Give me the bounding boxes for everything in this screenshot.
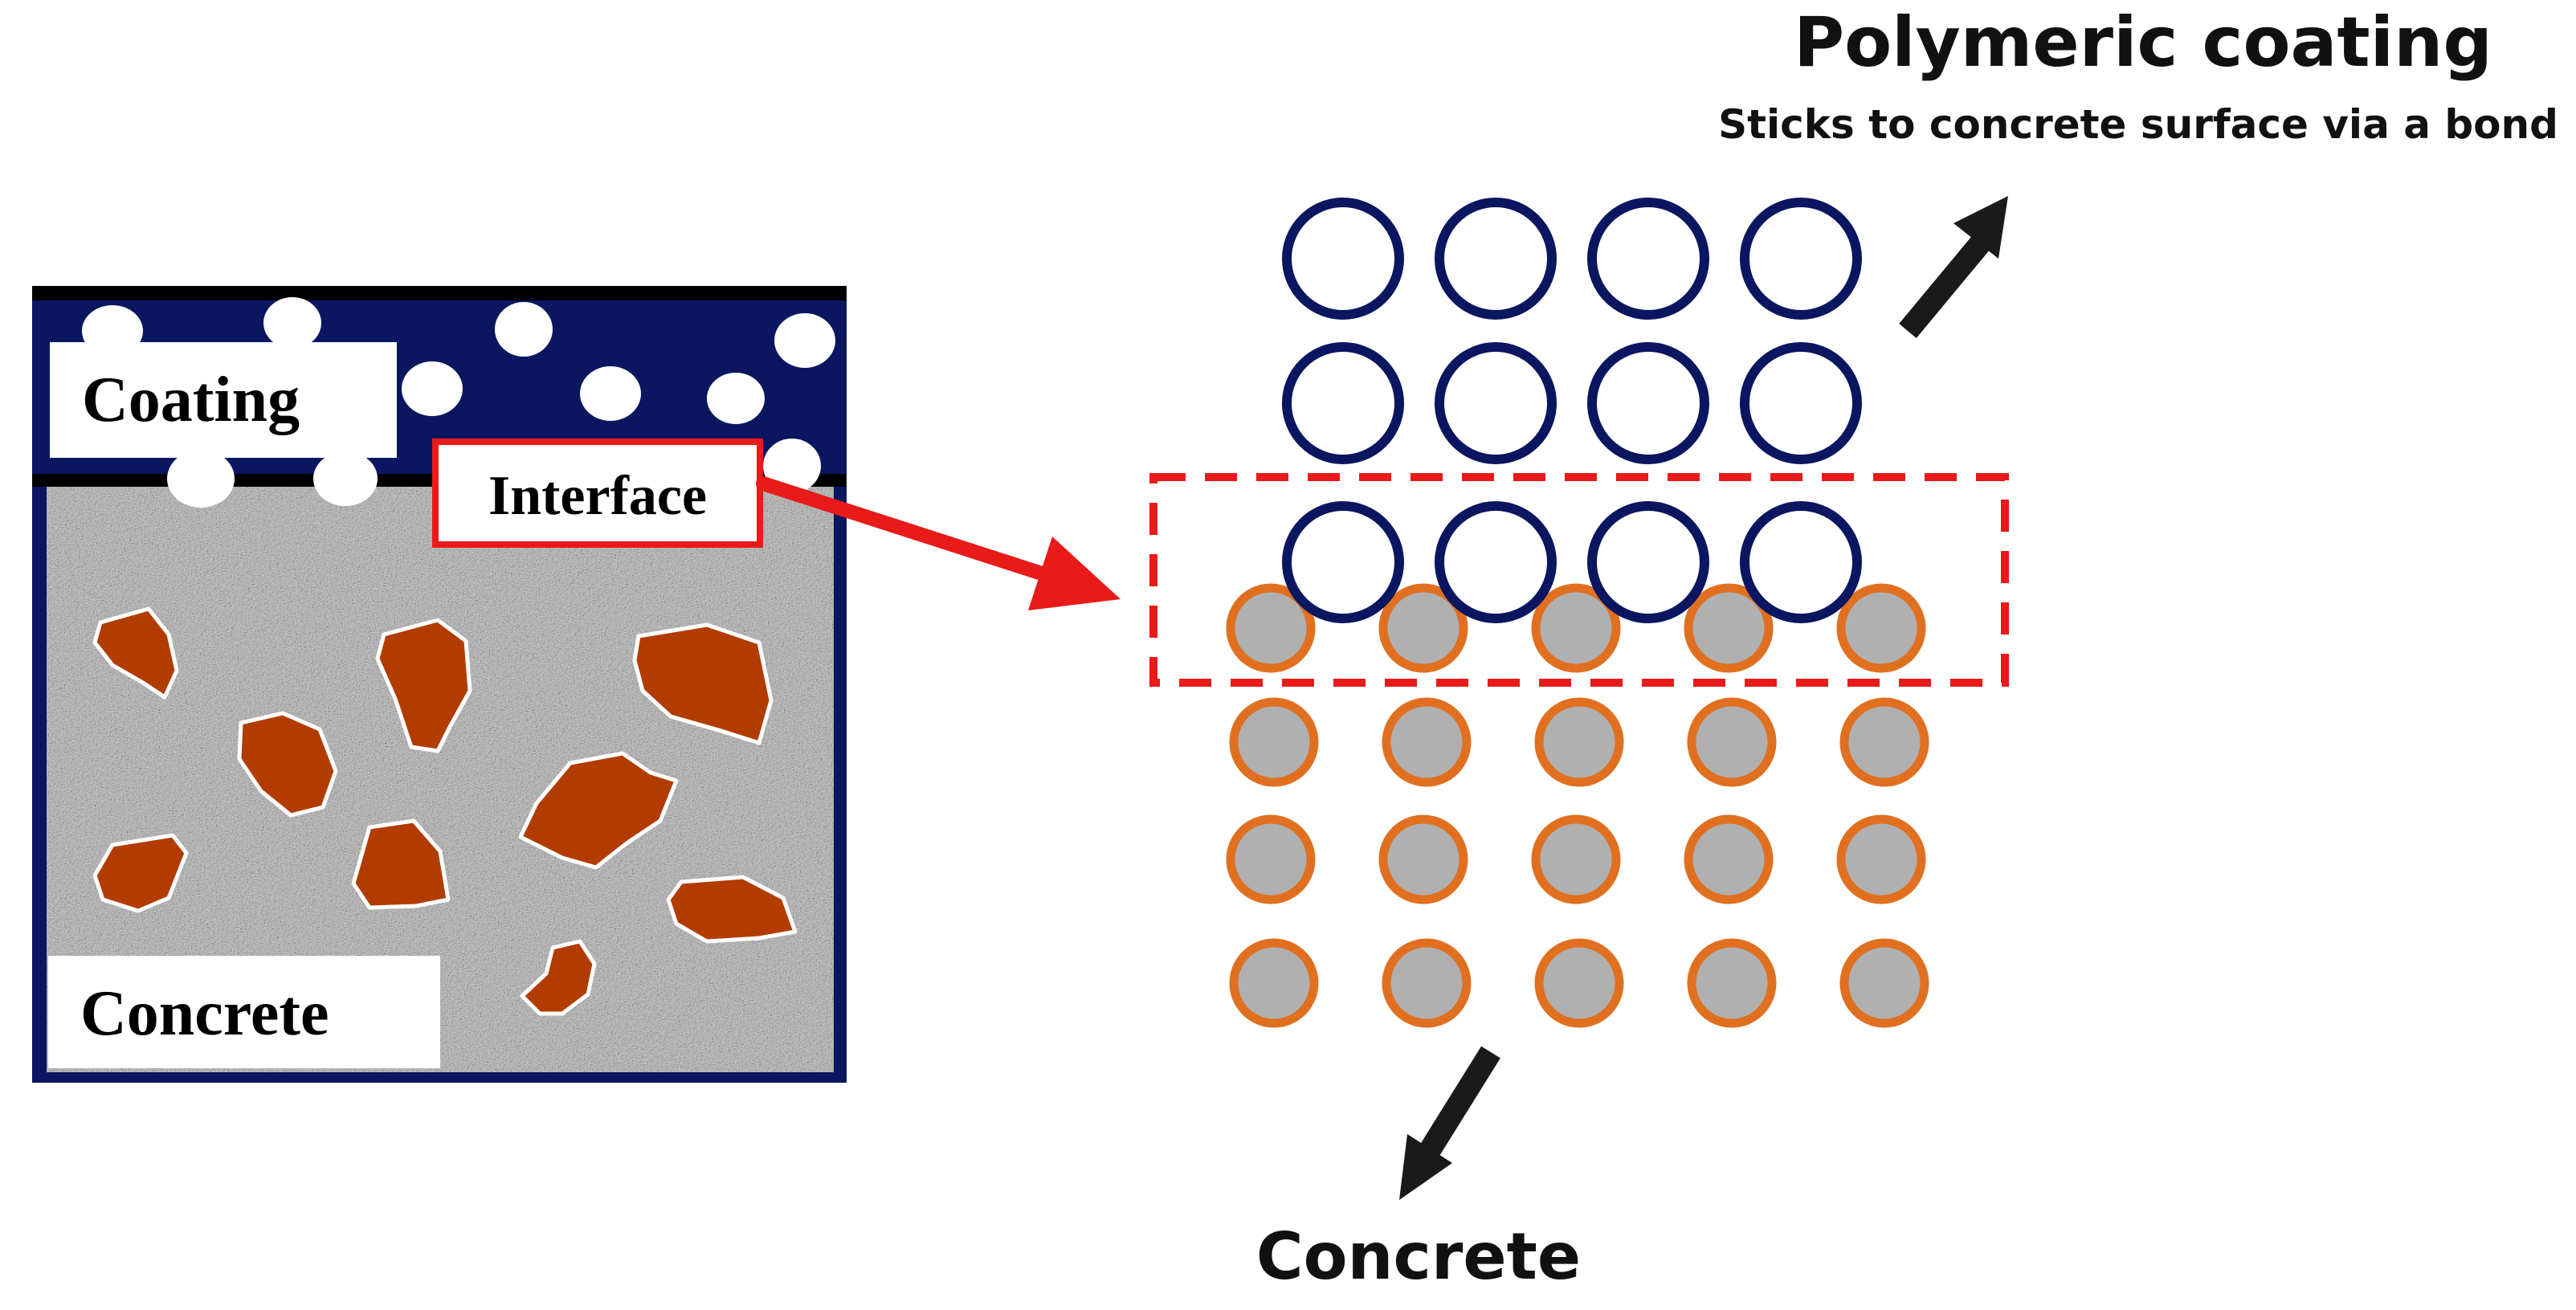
coating-particle	[1282, 198, 1404, 320]
concrete-particle	[1378, 583, 1468, 673]
coating-particle	[1587, 342, 1709, 464]
concrete-particle	[1382, 938, 1472, 1028]
concrete-label-left: Concrete	[80, 978, 329, 1049]
coating-label: Coating	[82, 365, 300, 435]
aggregate	[375, 618, 472, 753]
aggregates	[92, 606, 798, 1016]
coating-particle	[1740, 501, 1862, 623]
concrete-particle	[1226, 814, 1316, 904]
concrete-particle	[1378, 814, 1468, 904]
aggregate	[632, 622, 774, 745]
coating-void	[707, 373, 765, 424]
concrete-block: Coating Interface Concrete	[32, 286, 847, 1083]
coating-particle	[1435, 501, 1557, 623]
aggregate	[92, 606, 179, 700]
coating-top-edge	[32, 286, 847, 300]
coating-particle	[1435, 342, 1557, 464]
aggregate	[92, 833, 189, 913]
concrete-label-right: Concrete	[1256, 1219, 1581, 1294]
coating-voids	[82, 297, 835, 508]
concrete-particle	[1534, 938, 1624, 1028]
coating-void	[763, 439, 821, 493]
aggregate	[351, 818, 451, 910]
red-arrow-head	[1028, 537, 1121, 610]
coating-void	[402, 361, 463, 416]
interface-label-box	[432, 439, 763, 548]
coating-void	[313, 451, 378, 506]
interface-label: Interface	[488, 465, 707, 527]
up-arrow-shaft	[1899, 234, 1991, 338]
coating-void	[495, 302, 553, 357]
concrete-particle-grid	[1226, 583, 1929, 1028]
concrete-particle	[1531, 814, 1621, 904]
coating-particle	[1587, 501, 1709, 623]
coating-void	[167, 450, 235, 508]
aggregate	[237, 711, 338, 818]
concrete-particle	[1229, 938, 1319, 1028]
coating-particle	[1587, 198, 1709, 320]
red-arrow-icon	[756, 476, 1121, 610]
concrete-particle	[1836, 583, 1926, 673]
concrete-particle	[1229, 697, 1319, 787]
polymeric-coating-title: Polymeric coating	[1794, 2, 2492, 83]
up-arrow-head	[1953, 196, 2008, 259]
coating-void	[263, 297, 321, 349]
coating-particle	[1740, 198, 1862, 320]
coating-label-box	[50, 342, 397, 458]
concrete-particle	[1531, 583, 1621, 673]
aggregate	[666, 875, 798, 944]
concrete-particle	[1684, 583, 1774, 673]
coating-particle	[1282, 501, 1404, 623]
concrete-particle	[1382, 697, 1472, 787]
dark-arrow-down-left-icon	[1399, 1046, 1500, 1200]
concrete-particle	[1226, 583, 1316, 673]
coating-void	[580, 366, 641, 421]
polymeric-coating-subtitle: Sticks to concrete surface via a bond	[1718, 101, 2558, 148]
coating-particle	[1740, 342, 1862, 464]
aggregate	[518, 751, 679, 870]
down-arrow-head	[1399, 1134, 1452, 1200]
dark-arrow-up-right-icon	[1899, 196, 2008, 338]
interface-dashed-box	[1149, 473, 2009, 687]
coating-particle	[1435, 198, 1557, 320]
concrete-particle	[1534, 697, 1624, 787]
concrete-particle	[1839, 697, 1929, 787]
concrete-particle	[1684, 814, 1774, 904]
concrete-particle	[1836, 814, 1926, 904]
concrete-particle	[1839, 938, 1929, 1028]
coating-particle-grid	[1282, 198, 1862, 623]
concrete-particle	[1687, 697, 1777, 787]
coating-void	[774, 313, 835, 368]
coating-particle	[1282, 342, 1404, 464]
concrete-particle	[1687, 938, 1777, 1028]
down-arrow-shaft	[1420, 1046, 1500, 1157]
concrete-label-box	[48, 956, 440, 1068]
red-arrow-shaft	[756, 476, 1051, 582]
aggregate	[520, 939, 597, 1016]
